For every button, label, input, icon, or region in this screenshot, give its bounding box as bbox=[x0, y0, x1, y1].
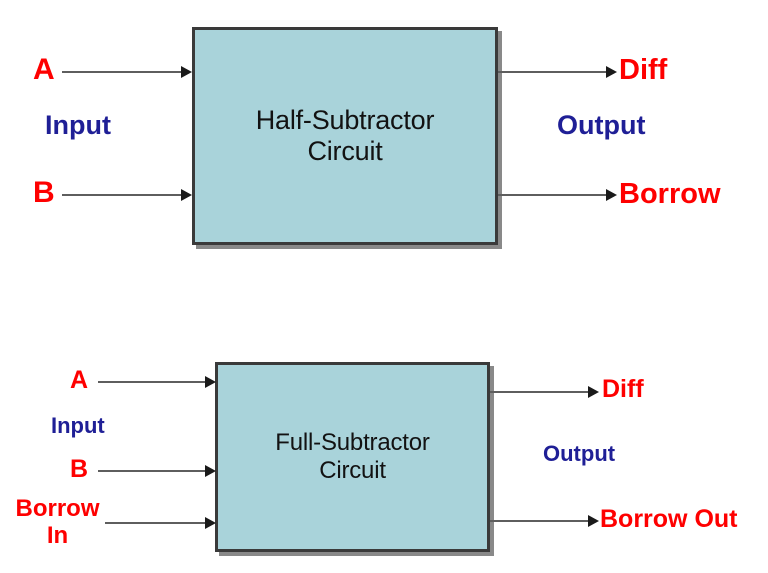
full-subtractor-output-group-label: Output bbox=[543, 441, 616, 466]
half-subtractor-block-label: Half-Subtractor Circuit bbox=[255, 104, 435, 166]
full-subtractor-block: Full-Subtractor Circuit bbox=[215, 362, 490, 552]
full-subtractor-input-a-arrow bbox=[98, 375, 216, 389]
full-subtractor-input-b-arrow bbox=[98, 464, 216, 478]
half-subtractor-output-group-label: Output bbox=[557, 110, 646, 140]
half-subtractor-output-borrow-arrow bbox=[498, 188, 618, 202]
full-subtractor-output-borrow-out-label: Borrow Out bbox=[600, 505, 738, 533]
full-subtractor-output-diff-arrow bbox=[490, 385, 600, 399]
half-subtractor-input-b-label: B bbox=[33, 176, 55, 209]
half-subtractor-input-group-label: Input bbox=[45, 110, 111, 140]
half-subtractor-input-a-arrow bbox=[62, 65, 192, 79]
full-subtractor-input-a-label: A bbox=[70, 366, 89, 394]
full-subtractor-input-group-label: Input bbox=[51, 413, 105, 438]
full-subtractor-input-b-label: B bbox=[70, 455, 89, 483]
full-subtractor-input-borrow-in-label: Borrow In bbox=[15, 495, 100, 549]
full-subtractor-output-diff-label: Diff bbox=[602, 375, 644, 403]
full-subtractor-block-label: Full-Subtractor Circuit bbox=[275, 429, 430, 484]
half-subtractor-input-b-arrow bbox=[62, 188, 192, 202]
half-subtractor-output-diff-label: Diff bbox=[619, 54, 668, 86]
half-subtractor-input-a-label: A bbox=[33, 53, 55, 86]
half-subtractor-block: Half-Subtractor Circuit bbox=[192, 27, 498, 245]
half-subtractor-output-diff-arrow bbox=[498, 65, 618, 79]
full-subtractor-output-borrow-out-arrow bbox=[490, 514, 600, 528]
full-subtractor-input-borrow-in-arrow bbox=[105, 516, 216, 530]
half-subtractor-output-borrow-label: Borrow bbox=[619, 178, 721, 210]
